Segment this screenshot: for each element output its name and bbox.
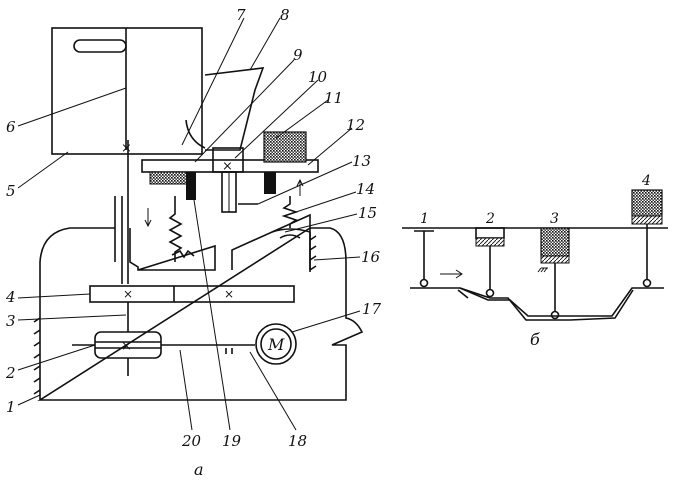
svg-text:×: ×: [222, 159, 233, 174]
station-4-block: [631, 189, 663, 217]
station-2-block: [475, 227, 505, 239]
leader-lines: [17, 17, 361, 431]
callout-20: 20: [181, 432, 202, 450]
feed-chute: [204, 67, 265, 151]
hopper-housing: [51, 27, 203, 155]
callout-3: 3: [6, 312, 16, 330]
product-block-11: [263, 131, 307, 163]
callout-19: 19: [222, 432, 242, 450]
die-cavity-left: [149, 171, 193, 185]
svg-text:×: ×: [224, 287, 234, 301]
gear-bar-4: [89, 285, 295, 303]
callout-18: 18: [288, 432, 307, 450]
callout-15: 15: [358, 204, 377, 222]
station-label-4: 4: [641, 173, 651, 189]
callout-5: 5: [6, 182, 16, 200]
caption-a: a: [194, 460, 204, 479]
callouts-b: 1 2 3 4: [420, 173, 651, 227]
station-label-2: 2: [485, 211, 495, 227]
bracket-16: [309, 232, 317, 272]
callout-13: 13: [352, 152, 371, 170]
svg-text:×: ×: [121, 141, 132, 156]
callout-12: 12: [346, 116, 365, 134]
die-insert-19: [186, 172, 196, 200]
die-insert-right: [264, 172, 276, 194]
callouts-a: 1 2 3 4 5 6 7 8 9 10 11 12 13 14 15 16 1…: [5, 6, 382, 450]
station-label-1: 1: [420, 211, 429, 227]
svg-text:×: ×: [123, 287, 133, 301]
svg-text:×: ×: [121, 339, 132, 354]
callout-17: 17: [362, 300, 382, 318]
callout-16: 16: [361, 248, 381, 266]
hopper-slot: [73, 39, 127, 53]
callout-6: 6: [6, 118, 16, 136]
caption-b: б: [530, 330, 540, 349]
callout-2: 2: [5, 364, 16, 382]
callout-4: 4: [5, 288, 16, 306]
cam-follower: [271, 228, 311, 239]
machine-figure-a: × × × × × M: [5, 6, 382, 479]
machine-body: [37, 213, 364, 401]
station-3-block: [540, 227, 570, 257]
station-label-3: 3: [550, 211, 559, 227]
motor: [255, 323, 297, 365]
callout-8: 8: [280, 6, 290, 24]
callout-7: 7: [236, 6, 246, 24]
callout-11: 11: [324, 89, 343, 107]
callout-9: 9: [293, 46, 303, 64]
callout-10: 10: [308, 68, 328, 86]
foundation-hatch: [33, 317, 41, 395]
motor-label: M: [267, 335, 285, 354]
spring-right: [281, 196, 299, 228]
callout-1: 1: [6, 398, 16, 416]
spring-left: [168, 196, 183, 262]
cycle-figure-b: 1 2 3 4 б: [402, 173, 668, 349]
callout-14: 14: [356, 180, 375, 198]
